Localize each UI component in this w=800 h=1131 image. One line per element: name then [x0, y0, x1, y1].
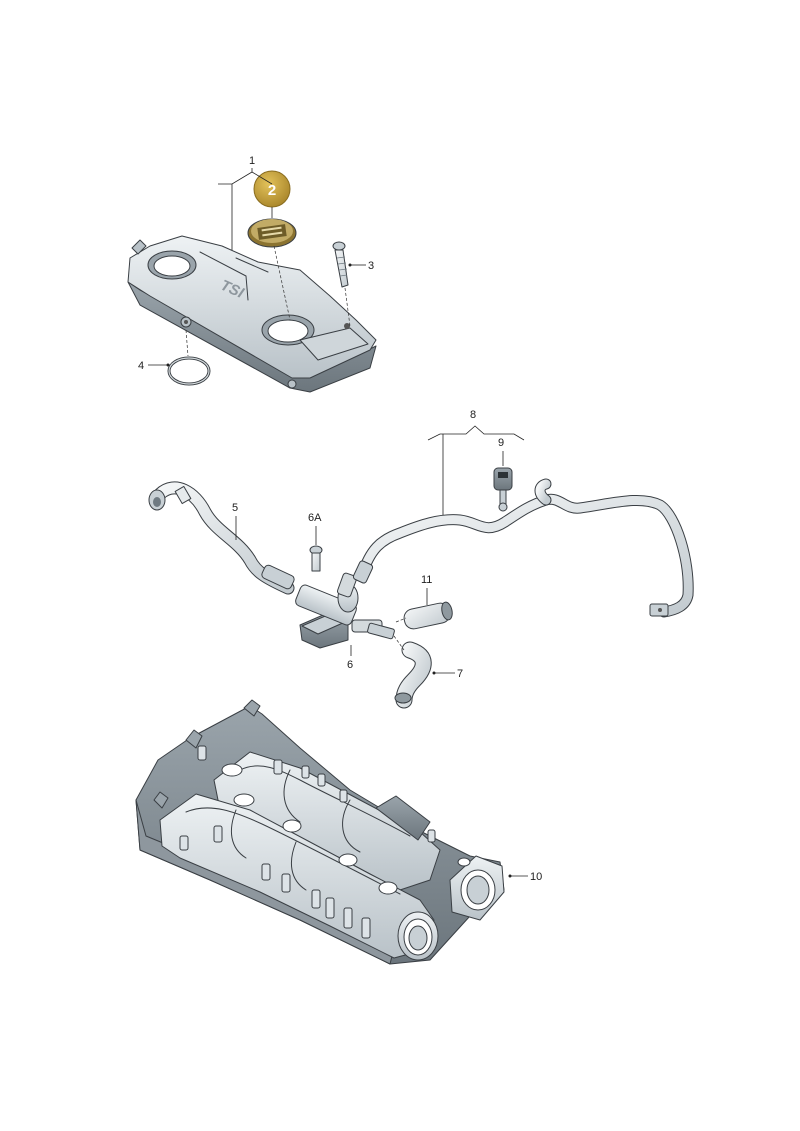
callout-6A[interactable]: 6A [308, 512, 322, 524]
engine-cover: TSI [127, 235, 377, 393]
callout-7[interactable]: 7 [457, 668, 463, 680]
callout-5[interactable]: 5 [232, 502, 238, 514]
callout-1[interactable]: 1 [249, 155, 255, 167]
breather-hose-5 [148, 481, 295, 595]
breather-hose-8 [352, 478, 694, 618]
callout-6[interactable]: 6 [347, 659, 353, 671]
callout-2[interactable]: 2 [268, 182, 276, 199]
pressure-valve-6 [295, 572, 395, 649]
camshaft-housing-10 [135, 699, 505, 965]
bolt-3 [332, 241, 349, 288]
callout-11[interactable]: 11 [421, 574, 432, 586]
callout-10[interactable]: 10 [530, 871, 542, 883]
callout-4[interactable]: 4 [138, 360, 144, 372]
hose-7 [394, 641, 432, 709]
o-ring-4 [167, 356, 211, 386]
callout-9[interactable]: 9 [498, 437, 504, 449]
callout-3[interactable]: 3 [368, 260, 374, 272]
bolt-6A [309, 545, 323, 572]
logo-badge-part [247, 218, 297, 248]
callout-8[interactable]: 8 [470, 409, 476, 421]
hose-11 [403, 601, 453, 630]
hose-clip-9 [493, 467, 513, 512]
